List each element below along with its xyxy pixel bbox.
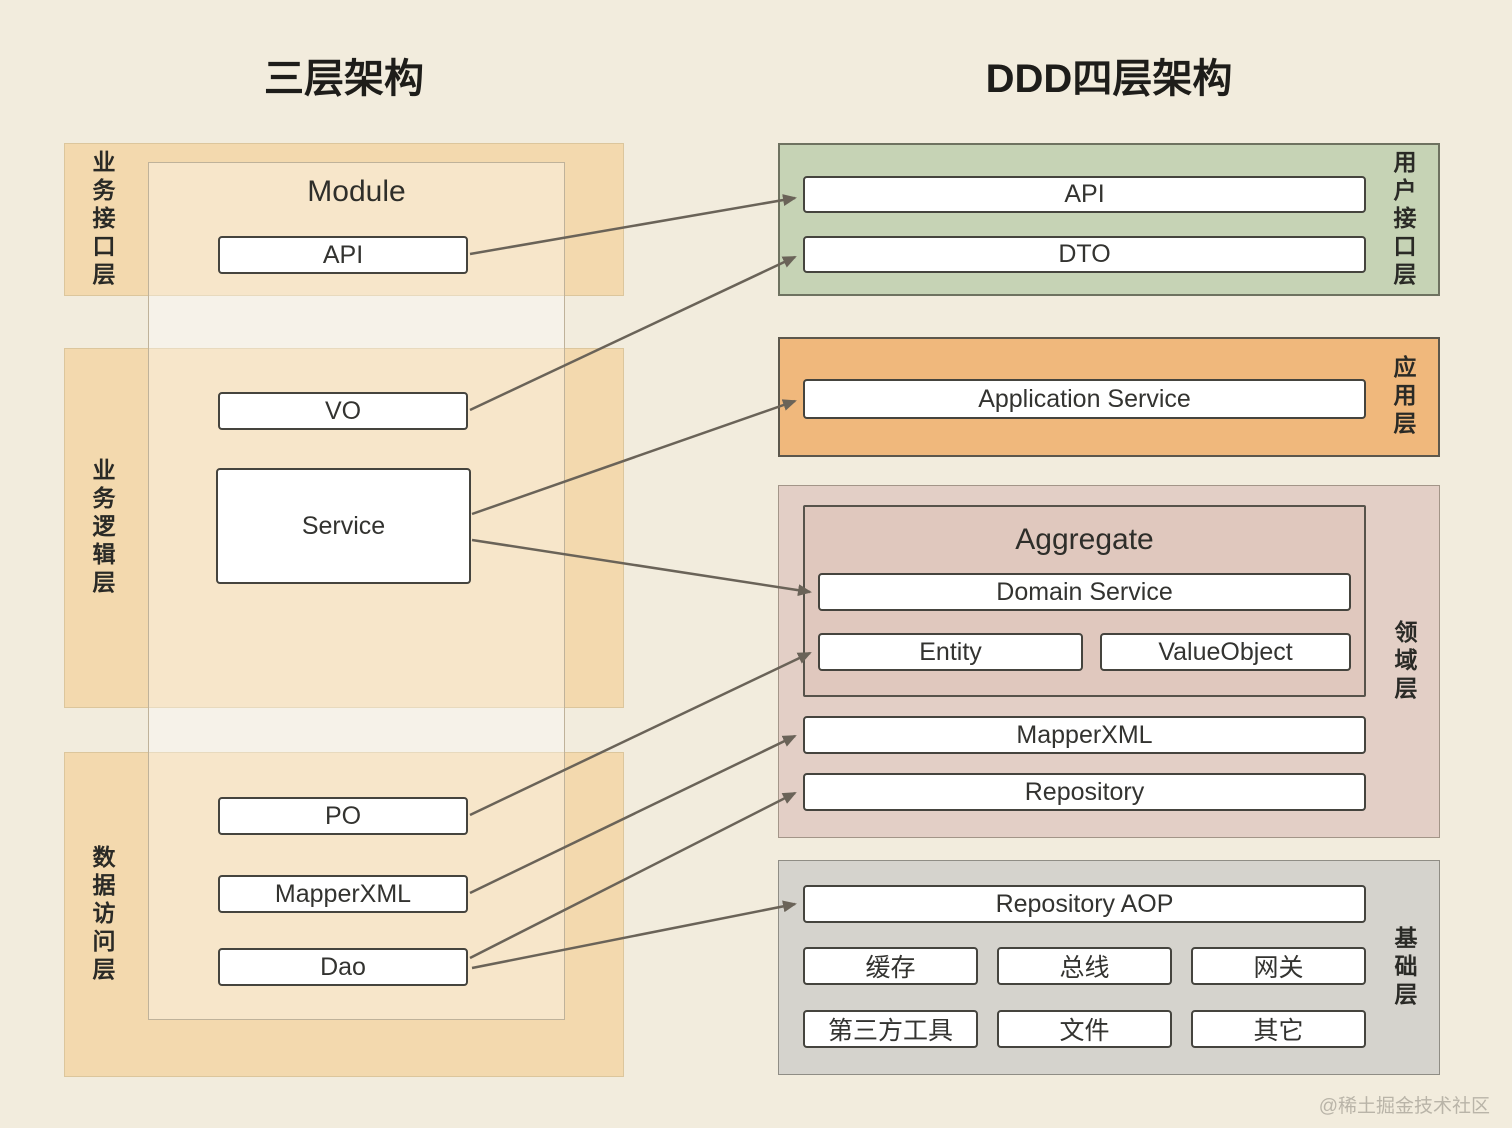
left-diagram-title: 三层架构 — [264, 57, 424, 101]
box-mapperxml-left: MapperXML — [218, 875, 468, 913]
box-application-service: Application Service — [803, 379, 1366, 419]
right-diagram-title: DDD四层架构 — [985, 57, 1233, 101]
box-dto: DTO — [803, 236, 1366, 273]
box-po: PO — [218, 797, 468, 835]
box-bus: 总线 — [997, 947, 1172, 985]
box-repository: Repository — [803, 773, 1366, 811]
box-dao: Dao — [218, 948, 468, 986]
layer-domain-label: 领域层 — [1391, 619, 1417, 704]
layer-business-interface-label: 业务接口层 — [89, 149, 115, 290]
layer-infrastructure-label: 基础层 — [1391, 925, 1417, 1010]
layer-business-logic-label: 业务逻辑层 — [89, 458, 115, 598]
layer-user-interface: 用户接口层 — [778, 143, 1440, 296]
box-file: 文件 — [997, 1010, 1172, 1048]
layer-data-access-label: 数据访问层 — [89, 844, 115, 985]
layer-user-interface-label: 用户接口层 — [1390, 149, 1416, 290]
box-api-right: API — [803, 176, 1366, 213]
box-repository-aop: Repository AOP — [803, 885, 1366, 923]
box-other: 其它 — [1191, 1010, 1366, 1048]
box-api-left: API — [218, 236, 468, 274]
box-gateway: 网关 — [1191, 947, 1366, 985]
box-mapperxml-right: MapperXML — [803, 716, 1366, 754]
box-service: Service — [216, 468, 471, 584]
aggregate-label: Aggregate — [1015, 523, 1154, 556]
box-entity: Entity — [818, 633, 1083, 671]
layer-application-label: 应用层 — [1390, 355, 1416, 439]
box-value-object: ValueObject — [1100, 633, 1351, 671]
box-third-party-tools: 第三方工具 — [803, 1010, 978, 1048]
box-domain-service: Domain Service — [818, 573, 1351, 611]
watermark: @稀土掘金技术社区 — [1318, 1096, 1490, 1117]
box-vo: VO — [218, 392, 468, 430]
module-label: Module — [307, 175, 406, 208]
box-cache: 缓存 — [803, 947, 978, 985]
